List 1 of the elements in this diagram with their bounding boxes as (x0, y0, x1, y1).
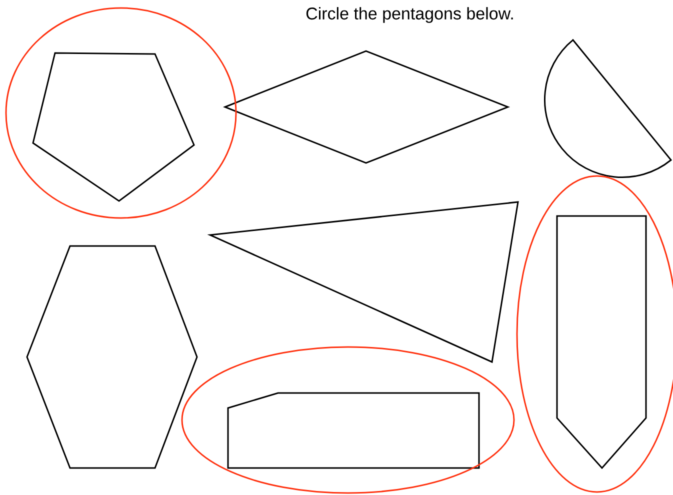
instruction-title: Circle the pentagons below. (306, 7, 513, 23)
